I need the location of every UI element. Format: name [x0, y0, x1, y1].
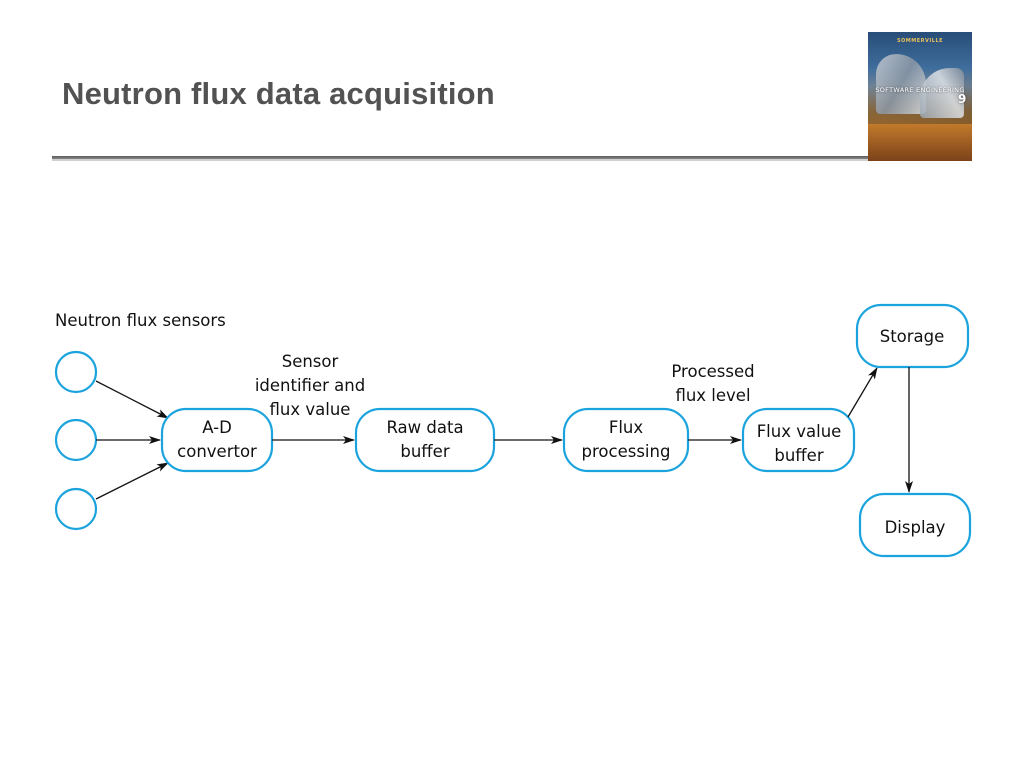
neutron-flux-sensor-2	[54, 418, 98, 462]
edge-sensor-3-to-ad	[95, 462, 169, 500]
edge-label-sensor-id-line-2: identifier and	[255, 376, 365, 395]
node-storage: Storage	[855, 303, 970, 369]
book-cover-building-right	[920, 68, 964, 118]
book-cover-building-left	[876, 54, 926, 114]
node-raw-data-buffer-line-2: buffer	[400, 442, 449, 461]
node-flux-processing: Flux processing	[562, 407, 690, 473]
node-ad-convertor-line-1: A-D	[202, 418, 232, 437]
sensor-group-label: Neutron flux sensors	[55, 311, 226, 330]
edge-label-processed-flux-line-2: flux level	[675, 386, 750, 405]
node-ad-convertor-line-2: convertor	[177, 442, 257, 461]
node-flux-value-buffer: Flux value buffer	[741, 407, 856, 473]
edge-label-sensor-id-line-1: Sensor	[282, 352, 339, 371]
title-divider-shadow	[52, 159, 872, 161]
node-flux-processing-line-2: processing	[582, 442, 671, 461]
neutron-flux-sensor-3	[54, 487, 98, 531]
book-cover-title: SOFTWARE ENGINEERING	[875, 86, 965, 94]
node-display-label: Display	[885, 518, 946, 537]
node-storage-shape	[855, 303, 970, 369]
node-display-shape	[858, 492, 972, 558]
node-ad-convertor: A-D convertor	[160, 407, 274, 473]
book-cover-ground	[868, 124, 972, 161]
slide-title: Neutron flux data acquisition	[62, 76, 495, 111]
book-cover-author: SOMMERVILLE	[896, 38, 944, 44]
neutron-flux-sensor-1	[54, 350, 98, 394]
edge-value-buffer-to-storage	[847, 367, 878, 418]
node-storage-label: Storage	[880, 327, 945, 346]
node-display: Display	[858, 492, 972, 558]
node-raw-data-buffer-line-1: Raw data	[386, 418, 463, 437]
node-flux-value-buffer-line-2: buffer	[774, 446, 823, 465]
title-divider	[52, 156, 872, 159]
node-flux-value-buffer-shape	[741, 407, 856, 473]
node-raw-data-buffer: Raw data buffer	[354, 407, 496, 473]
node-flux-processing-line-1: Flux	[609, 418, 644, 437]
edge-sensor-1-to-ad	[95, 380, 169, 419]
edge-label-sensor-id-line-3: flux value	[270, 400, 351, 419]
book-cover-image: SOMMERVILLE SOFTWARE ENGINEERING 9	[868, 32, 972, 161]
edge-label-processed-flux-line-1: Processed	[671, 362, 754, 381]
book-cover-edition: 9	[958, 92, 967, 106]
node-flux-value-buffer-line-1: Flux value	[757, 422, 842, 441]
